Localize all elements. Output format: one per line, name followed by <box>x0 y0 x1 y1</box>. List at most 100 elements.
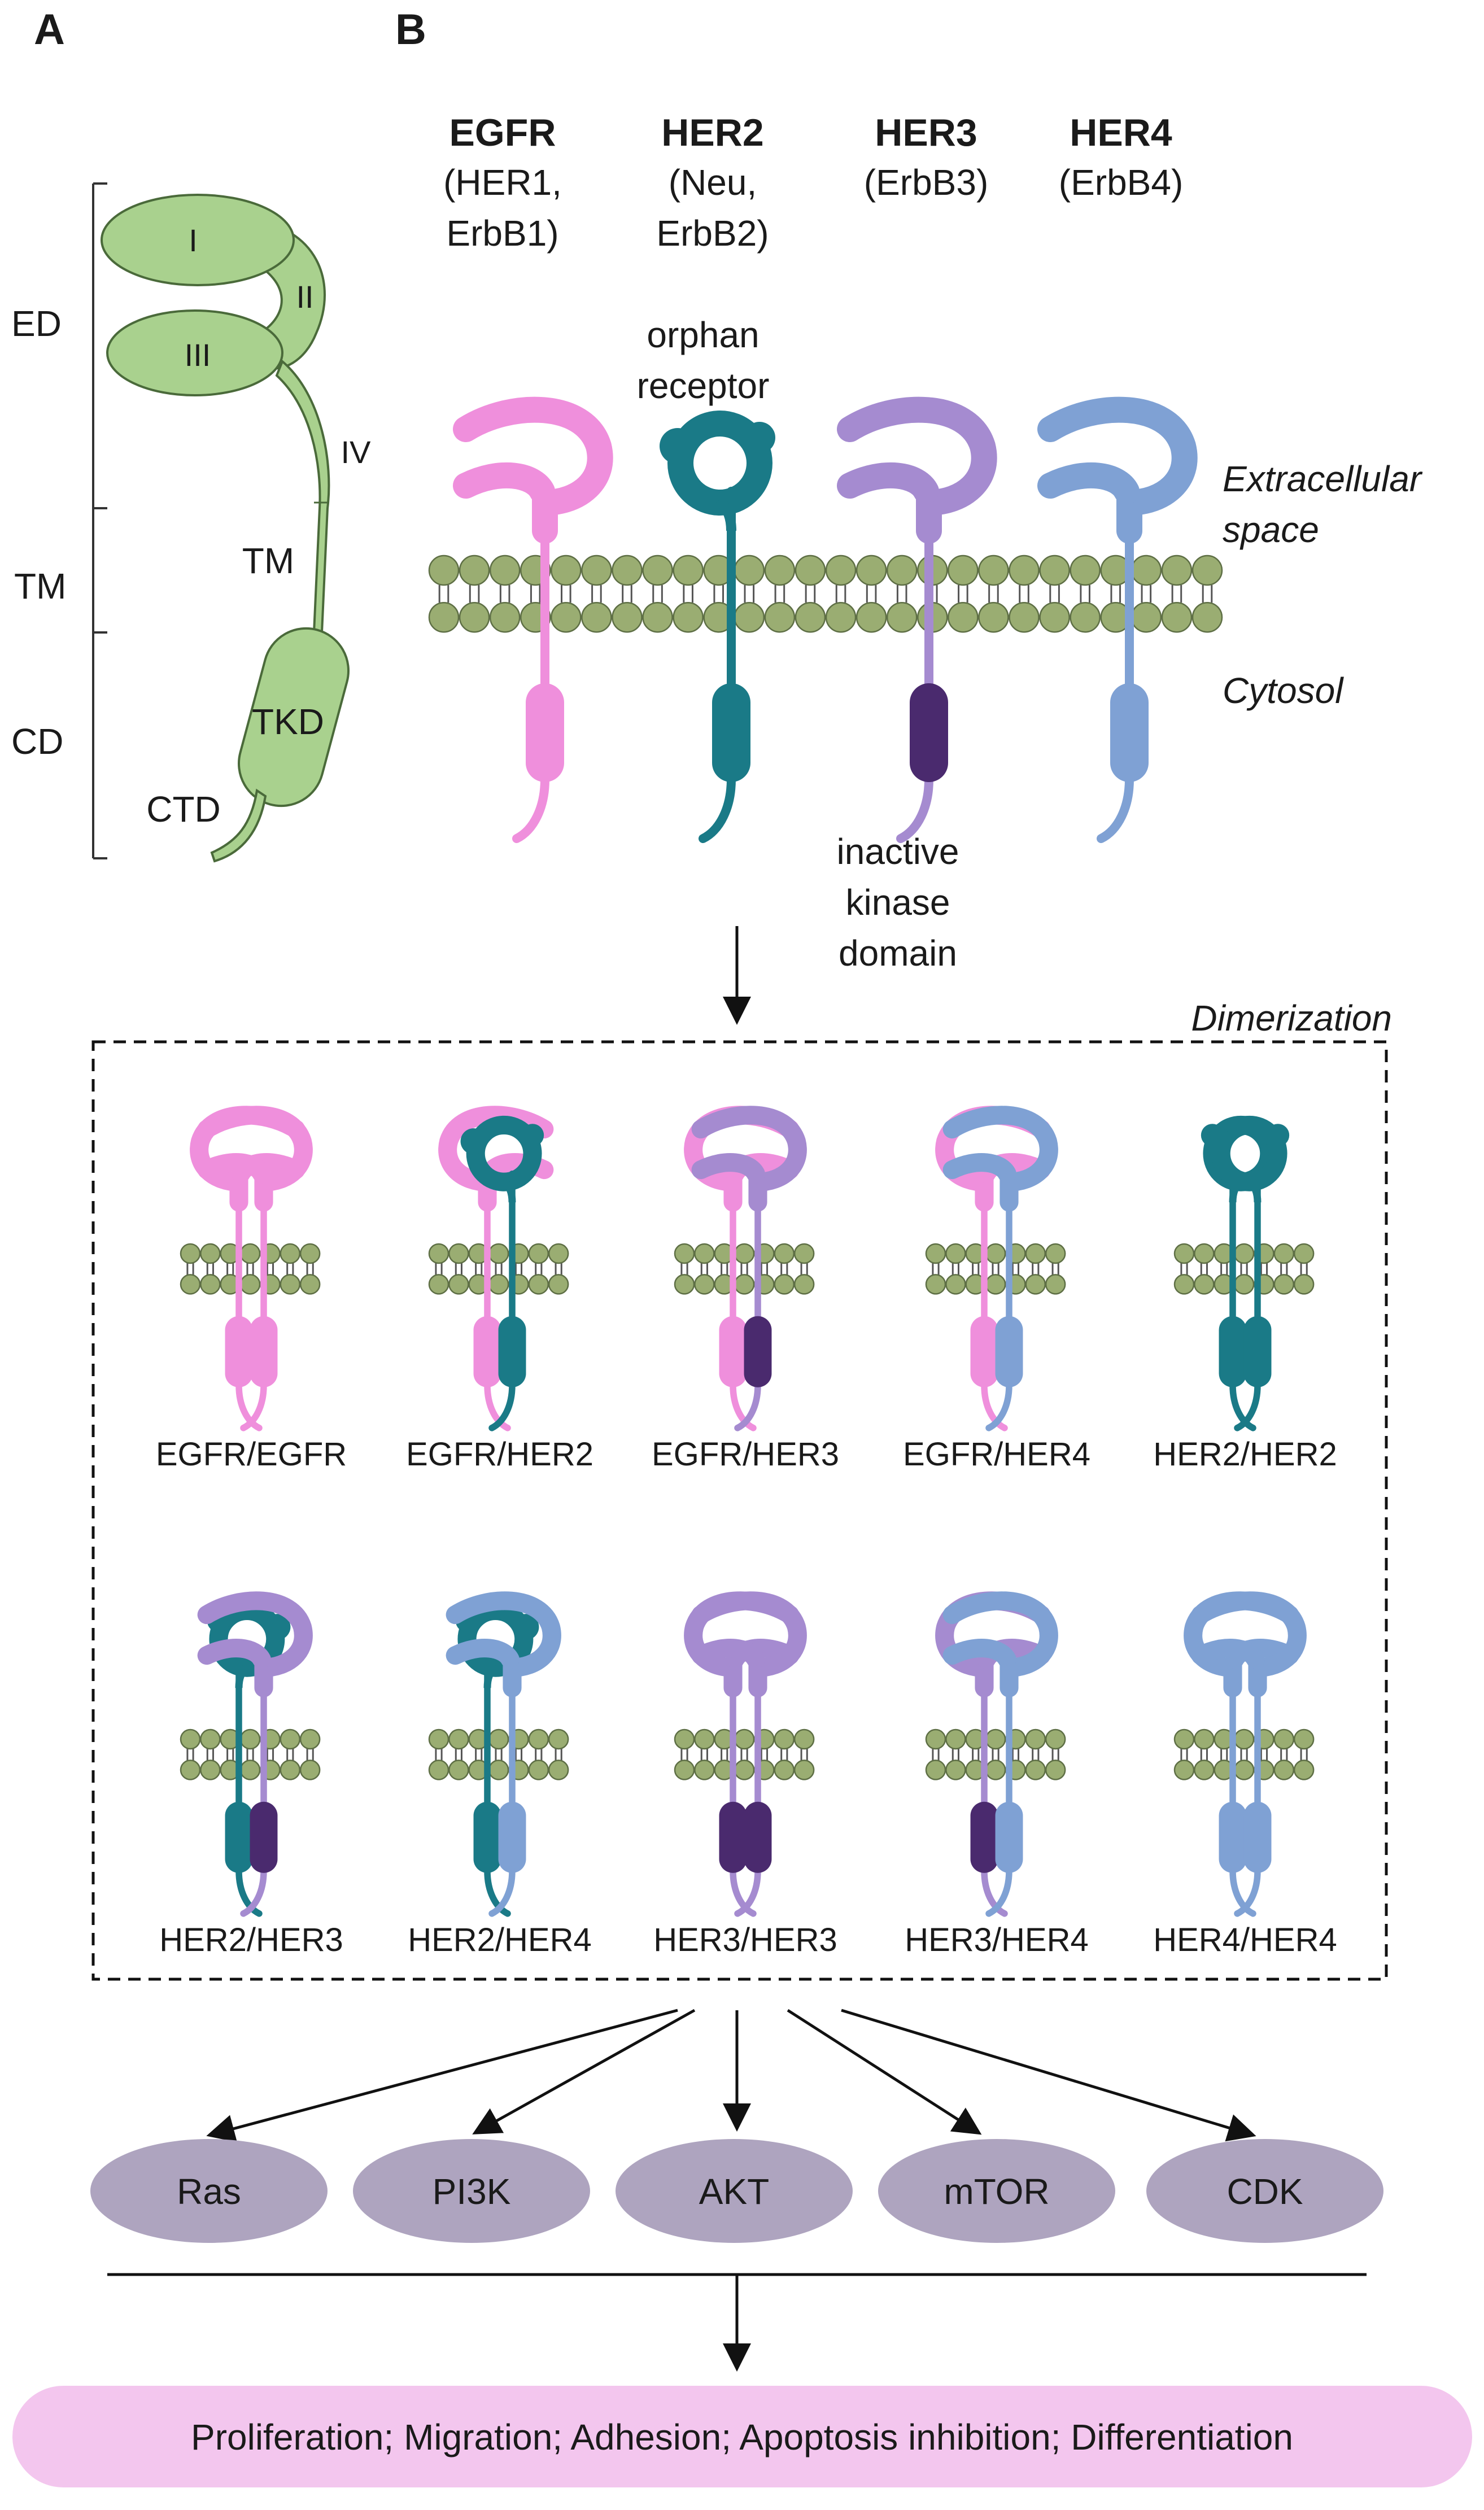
dimer-right-receptor <box>691 1591 807 1917</box>
svg-text:AKT: AKT <box>699 2171 769 2212</box>
pathway-node-pi3k: PI3K <box>353 2139 590 2243</box>
domain-iv-label: IV <box>341 434 372 470</box>
arrow-to-ras <box>206 2009 678 2142</box>
dimer-right-receptor <box>691 1106 807 1431</box>
pathway-node-cdk: CDK <box>1146 2139 1383 2243</box>
inactive-label-line2: kinase <box>846 882 950 923</box>
dimer-right-receptor <box>197 1106 313 1431</box>
dimer-her4-her4: HER4/HER4 <box>1153 1591 1337 1958</box>
monomer-egfr <box>453 396 613 843</box>
monomer-her4 <box>1037 396 1198 843</box>
dimer-egfr-her4: EGFR/HER4 <box>903 1106 1090 1473</box>
receptor-name-her2: HER2 <box>661 111 763 154</box>
dimer-membrane <box>428 1243 569 1295</box>
receptor-alias-egfr-2: ErbB1) <box>446 213 558 254</box>
receptor-name-her4: HER4 <box>1070 111 1172 154</box>
dimer-membrane <box>674 1728 815 1780</box>
dimer-egfr-her2: EGFR/HER2 <box>406 1106 593 1473</box>
panel-b-label: B <box>395 6 426 54</box>
dimer-egfr-her3: EGFR/HER3 <box>652 1106 839 1473</box>
region-ed-label: ED <box>11 303 62 344</box>
pathway-node-akt: AKT <box>616 2139 853 2243</box>
dimer-right-receptor <box>197 1591 313 1917</box>
dimer-label: EGFR/EGFR <box>156 1436 347 1473</box>
dimer-her2-her2: HER2/HER2 <box>1153 1115 1337 1473</box>
orphan-label-line2: receptor <box>637 365 770 406</box>
dimer-right-receptor <box>942 1591 1058 1917</box>
dimer-her3-her4: HER3/HER4 <box>905 1591 1089 1958</box>
dimer-label: HER2/HER4 <box>408 1922 592 1958</box>
ctd-shape <box>210 788 267 863</box>
dimer-right-receptor <box>446 1591 561 1917</box>
receptor-structure-diagram <box>101 194 350 863</box>
domain-iii-shape <box>106 309 283 396</box>
dimer-label: HER2/HER2 <box>1153 1436 1337 1473</box>
receptor-alias-her2-1: (Neu, <box>669 162 757 203</box>
domain-ii-label: II <box>296 279 313 315</box>
pathway-arrows <box>206 2009 1256 2142</box>
dimer-membrane <box>674 1243 815 1295</box>
dimer-label: EGFR/HER4 <box>903 1436 1090 1473</box>
extracellular-label-line2: space <box>1223 509 1319 550</box>
region-tm-label: TM <box>14 566 66 606</box>
monomer-her3 <box>837 396 997 843</box>
svg-text:PI3K: PI3K <box>433 2171 511 2212</box>
dimer-her2-her3: HER2/HER3 <box>159 1591 343 1958</box>
dimer-egfr-egfr: EGFR/EGFR <box>156 1106 347 1473</box>
receptor-alias-her2-2: ErbB2) <box>656 213 769 254</box>
region-cd-label: CD <box>11 721 63 762</box>
dimer-membrane <box>1173 1243 1315 1295</box>
dimer-membrane <box>1173 1728 1315 1780</box>
svg-text:mTOR: mTOR <box>944 2171 1049 2212</box>
panel-a: A ED TM CD I II III <box>11 6 372 863</box>
domain-iv-shape <box>275 359 330 634</box>
receptor-monomers <box>453 396 1198 843</box>
monomer-her2 <box>660 411 775 843</box>
extracellular-label-line1: Extracellular <box>1223 459 1423 499</box>
svg-text:Ras: Ras <box>177 2171 241 2212</box>
arrow-to-pi3k <box>472 2009 696 2134</box>
ctd-label: CTD <box>146 789 221 830</box>
dimer-membrane <box>925 1243 1066 1295</box>
domain-i-shape <box>101 194 295 286</box>
domain-i-label: I <box>189 222 198 258</box>
cytosol-label: Cytosol <box>1223 670 1344 711</box>
dimer-label: HER3/HER3 <box>653 1922 837 1958</box>
dimer-membrane <box>428 1728 569 1780</box>
dimer-membrane <box>925 1728 1066 1780</box>
orphan-label-line1: orphan <box>647 315 759 355</box>
panel-b: B EGFR (HER1, ErbB1) HER2 (Neu, ErbB2) H… <box>12 6 1472 2487</box>
pathway-node-mtor: mTOR <box>878 2139 1115 2243</box>
dimer-her3-her3: HER3/HER3 <box>653 1591 837 1958</box>
dimer-left-receptor <box>455 1601 539 1917</box>
panel-a-label: A <box>34 6 65 54</box>
svg-text:CDK: CDK <box>1227 2171 1303 2212</box>
outcome-box: Proliferation; Migration; Adhesion; Apop… <box>12 2386 1472 2487</box>
tkd-shape <box>238 627 350 807</box>
dimer-label: EGFR/HER3 <box>652 1436 839 1473</box>
region-bracket <box>92 182 107 859</box>
pathway-nodes: Ras PI3K AKT mTOR CDK <box>90 2139 1383 2243</box>
domain-iii-label: III <box>185 337 211 373</box>
pathway-node-ras: Ras <box>90 2139 328 2243</box>
outcome-text: Proliferation; Migration; Adhesion; Apop… <box>191 2417 1293 2457</box>
tkd-label: TKD <box>252 701 324 742</box>
dimer-label: HER3/HER4 <box>905 1922 1089 1958</box>
arrow-to-mtor <box>787 2009 982 2135</box>
dimer-right-receptor <box>1206 1115 1290 1431</box>
receptor-alias-her4-1: (ErbB4) <box>1059 162 1184 203</box>
dimer-right-receptor <box>1191 1591 1307 1917</box>
dimer-right-receptor <box>942 1106 1058 1431</box>
dimer-her2-her4: HER2/HER4 <box>408 1591 592 1958</box>
receptor-name-her3: HER3 <box>875 111 977 154</box>
dimer-label: HER2/HER3 <box>159 1922 343 1958</box>
dimer-label: HER4/HER4 <box>1153 1922 1337 1958</box>
dimer-label: EGFR/HER2 <box>406 1436 593 1473</box>
receptor-name-egfr: EGFR <box>449 111 556 154</box>
receptor-alias-her3-1: (ErbB3) <box>864 162 989 203</box>
dimer-right-receptor <box>460 1115 544 1431</box>
inactive-label-line3: domain <box>839 933 957 974</box>
dimer-membrane <box>180 1728 321 1780</box>
